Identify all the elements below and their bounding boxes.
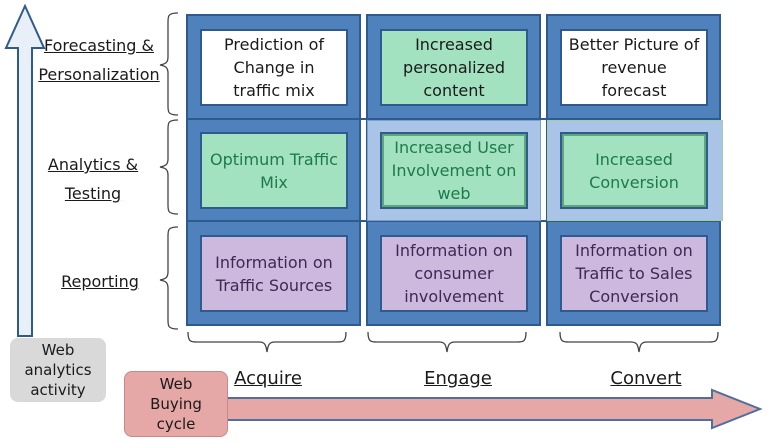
row-separator-2: [186, 220, 721, 222]
row-label-forecasting-line2: Personalization: [38, 65, 160, 84]
brace-reporting: [159, 226, 179, 330]
vertical-up-arrow: [4, 3, 46, 337]
brace-convert: [559, 331, 719, 353]
web-analytics-activity-box: Web analytics activity: [10, 338, 106, 402]
column-label-acquire: Acquire: [234, 368, 302, 389]
horizontal-right-arrow: [219, 388, 763, 430]
cell-reporting-acquire: Information on Traffic Sources: [200, 235, 348, 312]
row-label-analytics-line1: Analytics &: [47, 155, 139, 174]
cell-forecast-convert: Better Picture of revenue forecast: [560, 29, 708, 106]
cell-reporting-engage: Information on consumer involvement: [380, 235, 528, 312]
row-label-analytics: Analytics & Testing: [38, 150, 148, 208]
cell-forecast-acquire: Prediction of Change in traffic mix: [200, 29, 348, 106]
cell-forecast-engage: Increased personalized content: [380, 29, 528, 106]
brace-forecasting: [159, 12, 179, 116]
column-label-engage: Engage: [424, 368, 492, 389]
row-label-analytics-line2: Testing: [64, 184, 122, 203]
column-label-convert: Convert: [610, 368, 682, 389]
cell-reporting-convert: Information on Traffic to Sales Conversi…: [560, 235, 708, 312]
cell-analytics-engage: Increased User Involvement on web: [380, 132, 528, 209]
web-buying-cycle-box: Web Buying cycle: [124, 371, 228, 437]
row-label-forecasting: Forecasting & Personalization: [38, 31, 160, 89]
row-label-forecasting-line1: Forecasting &: [43, 36, 154, 55]
cell-analytics-convert: Increased Conversion: [560, 132, 708, 209]
row-label-reporting: Reporting: [61, 272, 139, 291]
cell-analytics-acquire: Optimum Traffic Mix: [200, 132, 348, 209]
brace-engage: [367, 331, 527, 353]
brace-analytics: [159, 119, 179, 215]
brace-acquire: [187, 331, 347, 353]
row-separator-1: [186, 118, 721, 120]
